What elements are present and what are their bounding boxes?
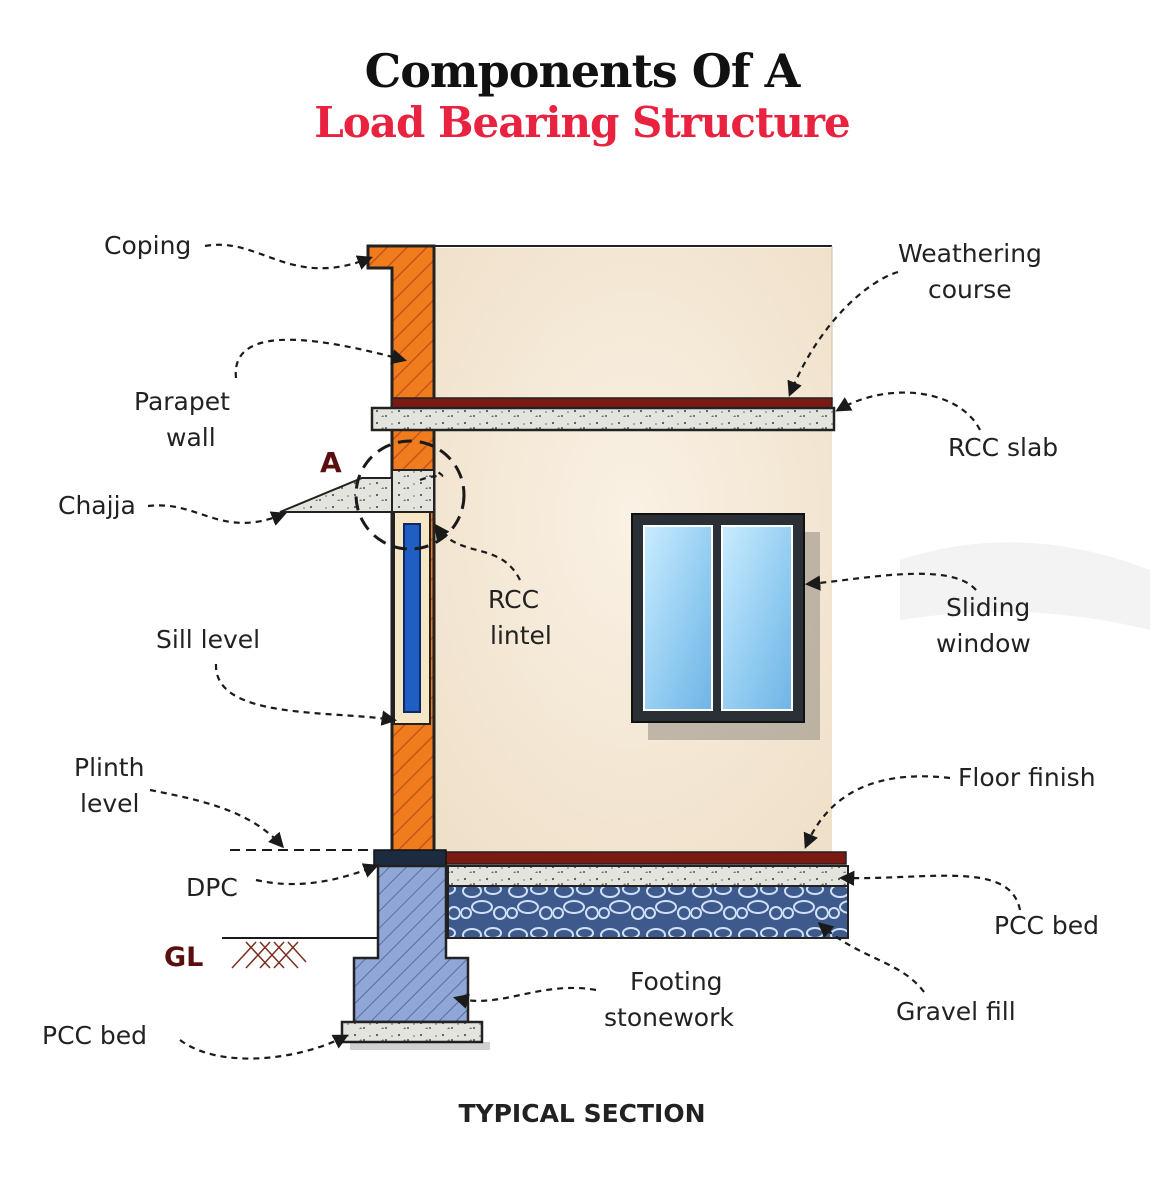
rcc-slab — [370, 406, 836, 432]
pcc-bed-shadow — [350, 1042, 490, 1050]
leader-coping — [204, 243, 373, 270]
label-sliding-window-1: Sliding — [946, 593, 1030, 622]
label-floor-finish: Floor finish — [958, 763, 1096, 792]
label-weathering-course-2: course — [928, 275, 1012, 304]
label-sill-level: Sill level — [156, 625, 260, 654]
label-ground-level: GL — [164, 942, 203, 973]
pcc-bed-footing — [340, 1020, 484, 1044]
label-dpc: DPC — [186, 873, 238, 902]
leader-parapet-wall — [234, 338, 407, 379]
rcc-lintel — [391, 469, 435, 513]
label-rcc-slab: RCC slab — [948, 433, 1058, 462]
dpc-layer — [373, 849, 447, 867]
label-pcc-bed-right: PCC bed — [994, 911, 1099, 940]
title-line-1: Components Of A — [364, 44, 801, 98]
label-detail-a: A — [320, 446, 342, 479]
floor-finish — [433, 851, 847, 865]
pcc-bed-floor — [447, 865, 849, 887]
ground-hatch — [231, 941, 307, 969]
caption-typical-section: TYPICAL SECTION — [458, 1099, 705, 1128]
label-parapet-wall-1: Parapet — [134, 387, 230, 416]
label-weathering-course-1: Weathering — [898, 239, 1042, 268]
detail-circle-a — [354, 439, 466, 551]
leader-sill-level — [214, 663, 398, 726]
sliding-window-pane-left — [643, 525, 713, 711]
leader-pcc-bed-right — [838, 870, 1022, 911]
leader-sliding-window — [804, 572, 977, 591]
label-footing-stonework-1: Footing — [630, 967, 723, 996]
label-rcc-lintel-1: RCC — [488, 585, 539, 614]
gravel-fill — [447, 885, 849, 939]
label-plinth-level-2: level — [80, 789, 139, 818]
leader-rcc-lintel — [434, 523, 521, 581]
leader-plinth-level — [149, 788, 285, 849]
sliding-window-pane-right — [721, 525, 793, 711]
leader-lintel-stub — [419, 471, 444, 482]
leader-chajja — [147, 504, 287, 526]
label-gravel-fill: Gravel fill — [896, 997, 1016, 1026]
title-line-2: Load Bearing Structure — [314, 98, 851, 147]
label-sliding-window-2: window — [936, 629, 1031, 658]
leader-weathering-course — [787, 270, 899, 397]
label-coping: Coping — [104, 231, 191, 260]
label-footing-stonework-2: stonework — [604, 1003, 734, 1032]
label-pcc-bed-left: PCC bed — [42, 1021, 147, 1050]
leader-dpc — [255, 863, 379, 886]
leader-pcc-bed-left — [179, 1034, 349, 1060]
leader-floor-finish — [803, 775, 951, 849]
sill-window-glass — [403, 523, 421, 713]
label-rcc-lintel-2: lintel — [490, 621, 552, 650]
chajja — [279, 477, 393, 513]
background-smudge — [900, 542, 1150, 630]
label-chajja: Chajja — [58, 491, 136, 520]
leader-rcc-slab — [835, 391, 981, 431]
leader-footing-stonework — [453, 986, 597, 1009]
label-parapet-wall-2: wall — [166, 423, 216, 452]
leader-gravel-fill — [817, 921, 925, 993]
label-plinth-level-1: Plinth — [74, 753, 144, 782]
